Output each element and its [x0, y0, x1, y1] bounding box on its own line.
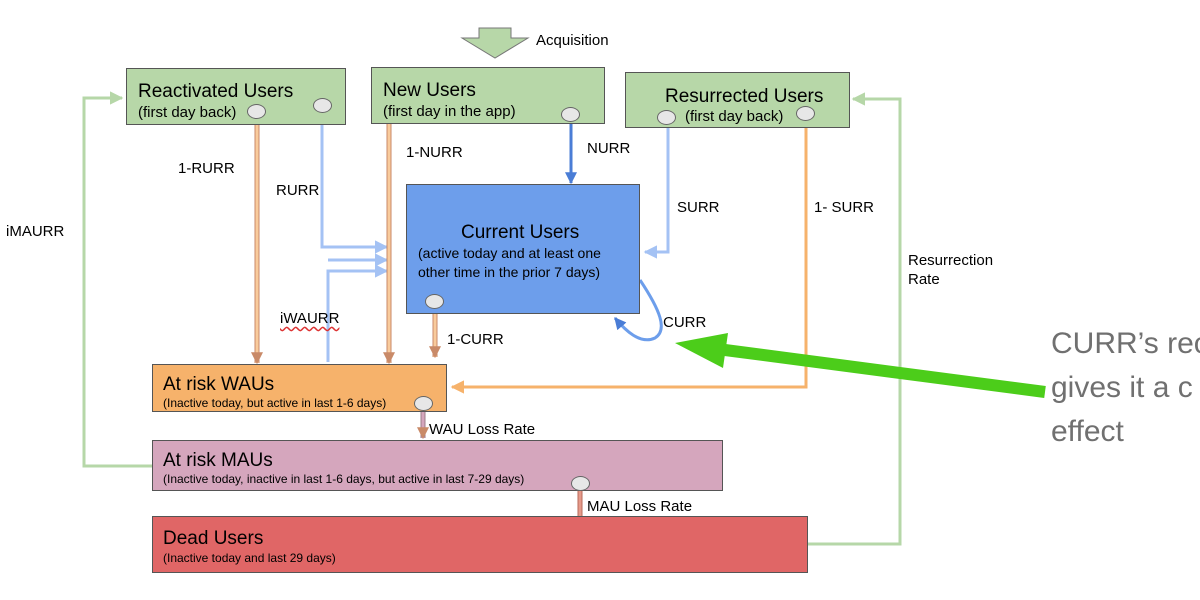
resurrection-rate-label-2: Rate — [908, 271, 940, 288]
reactivated-knob-right — [313, 98, 332, 113]
one-nurr-label: 1-NURR — [406, 144, 463, 161]
callout-arrow-shaft — [724, 344, 1046, 398]
surr-line — [643, 124, 670, 259]
callout-arrow-head — [675, 333, 728, 368]
resurrected-users-subtitle: (first day back) — [685, 108, 784, 125]
at-risk-maus-title: At risk MAUs — [163, 450, 273, 471]
callout-line-2: gives it a c — [1051, 371, 1193, 404]
reactivated-users-title: Reactivated Users — [138, 81, 294, 102]
wau-loss-label: WAU Loss Rate — [429, 421, 536, 438]
at-risk-maus-knob — [571, 476, 590, 491]
rurr-line — [320, 115, 389, 254]
callout-line-1: CURR’s rec — [1051, 327, 1200, 360]
dead-users-subtitle: (Inactive today and last 29 days) — [163, 551, 336, 565]
at-risk-maus-subtitle: (Inactive today, inactive in last 1-6 da… — [163, 472, 525, 486]
current-users-title: Current Users — [461, 222, 580, 243]
at-risk-waus-knob — [414, 396, 433, 411]
at-risk-waus-title: At risk WAUs — [163, 374, 275, 395]
one-surr-label: 1- SURR — [814, 199, 875, 216]
resurrection-line — [808, 92, 902, 546]
at-risk-waus-box: At risk WAUs (Inactive today, but active… — [152, 364, 447, 412]
new-users-subtitle: (first day in the app) — [383, 103, 516, 120]
iwaurr-label: iWAURR — [280, 310, 340, 327]
imaurr-line — [82, 91, 152, 468]
at-risk-maus-box: At risk MAUs (Inactive today, inactive i… — [152, 440, 723, 491]
resurrection-rate-label-1: Resurrection — [908, 252, 994, 269]
resurrected-users-title: Resurrected Users — [665, 86, 824, 107]
callout-text: CURR’s rec gives it a c effect — [1051, 322, 1200, 454]
current-users-subtitle-1: (active today and at least one — [418, 245, 601, 261]
mau-loss-label: MAU Loss Rate — [587, 498, 693, 515]
current-users-subtitle-2: other time in the prior 7 days) — [418, 264, 601, 280]
resurrected-knob-right — [796, 106, 815, 121]
acquisition-label: Acquisition — [536, 32, 609, 49]
dead-users-box: Dead Users (Inactive today and last 29 d… — [152, 516, 808, 573]
new-users-knob — [561, 107, 580, 122]
surr-label: SURR — [677, 199, 720, 216]
imaurr-label: iMAURR — [6, 223, 65, 240]
current-users-knob — [425, 294, 444, 309]
curr-loop — [613, 279, 663, 342]
reactivated-users-box: Reactivated Users (first day back) — [126, 68, 346, 125]
dead-users-title: Dead Users — [163, 528, 264, 549]
rurr-label: RURR — [276, 182, 320, 199]
current-users-box: Current Users (active today and at least… — [406, 184, 640, 314]
nurr-label: NURR — [587, 140, 631, 157]
callout-line-3: effect — [1051, 415, 1124, 448]
reactivated-users-subtitle: (first day back) — [138, 104, 237, 121]
reactivated-knob-left — [247, 104, 266, 119]
acquisition-arrow — [460, 27, 530, 59]
one-curr-label: 1-CURR — [447, 331, 504, 348]
one-rurr-label: 1-RURR — [178, 160, 235, 177]
one-surr-line — [450, 120, 808, 394]
new-users-title: New Users — [383, 80, 476, 101]
resurrected-knob-left — [657, 110, 676, 125]
at-risk-waus-subtitle: (Inactive today, but active in last 1-6 … — [163, 396, 387, 410]
curr-label: CURR — [663, 314, 707, 331]
